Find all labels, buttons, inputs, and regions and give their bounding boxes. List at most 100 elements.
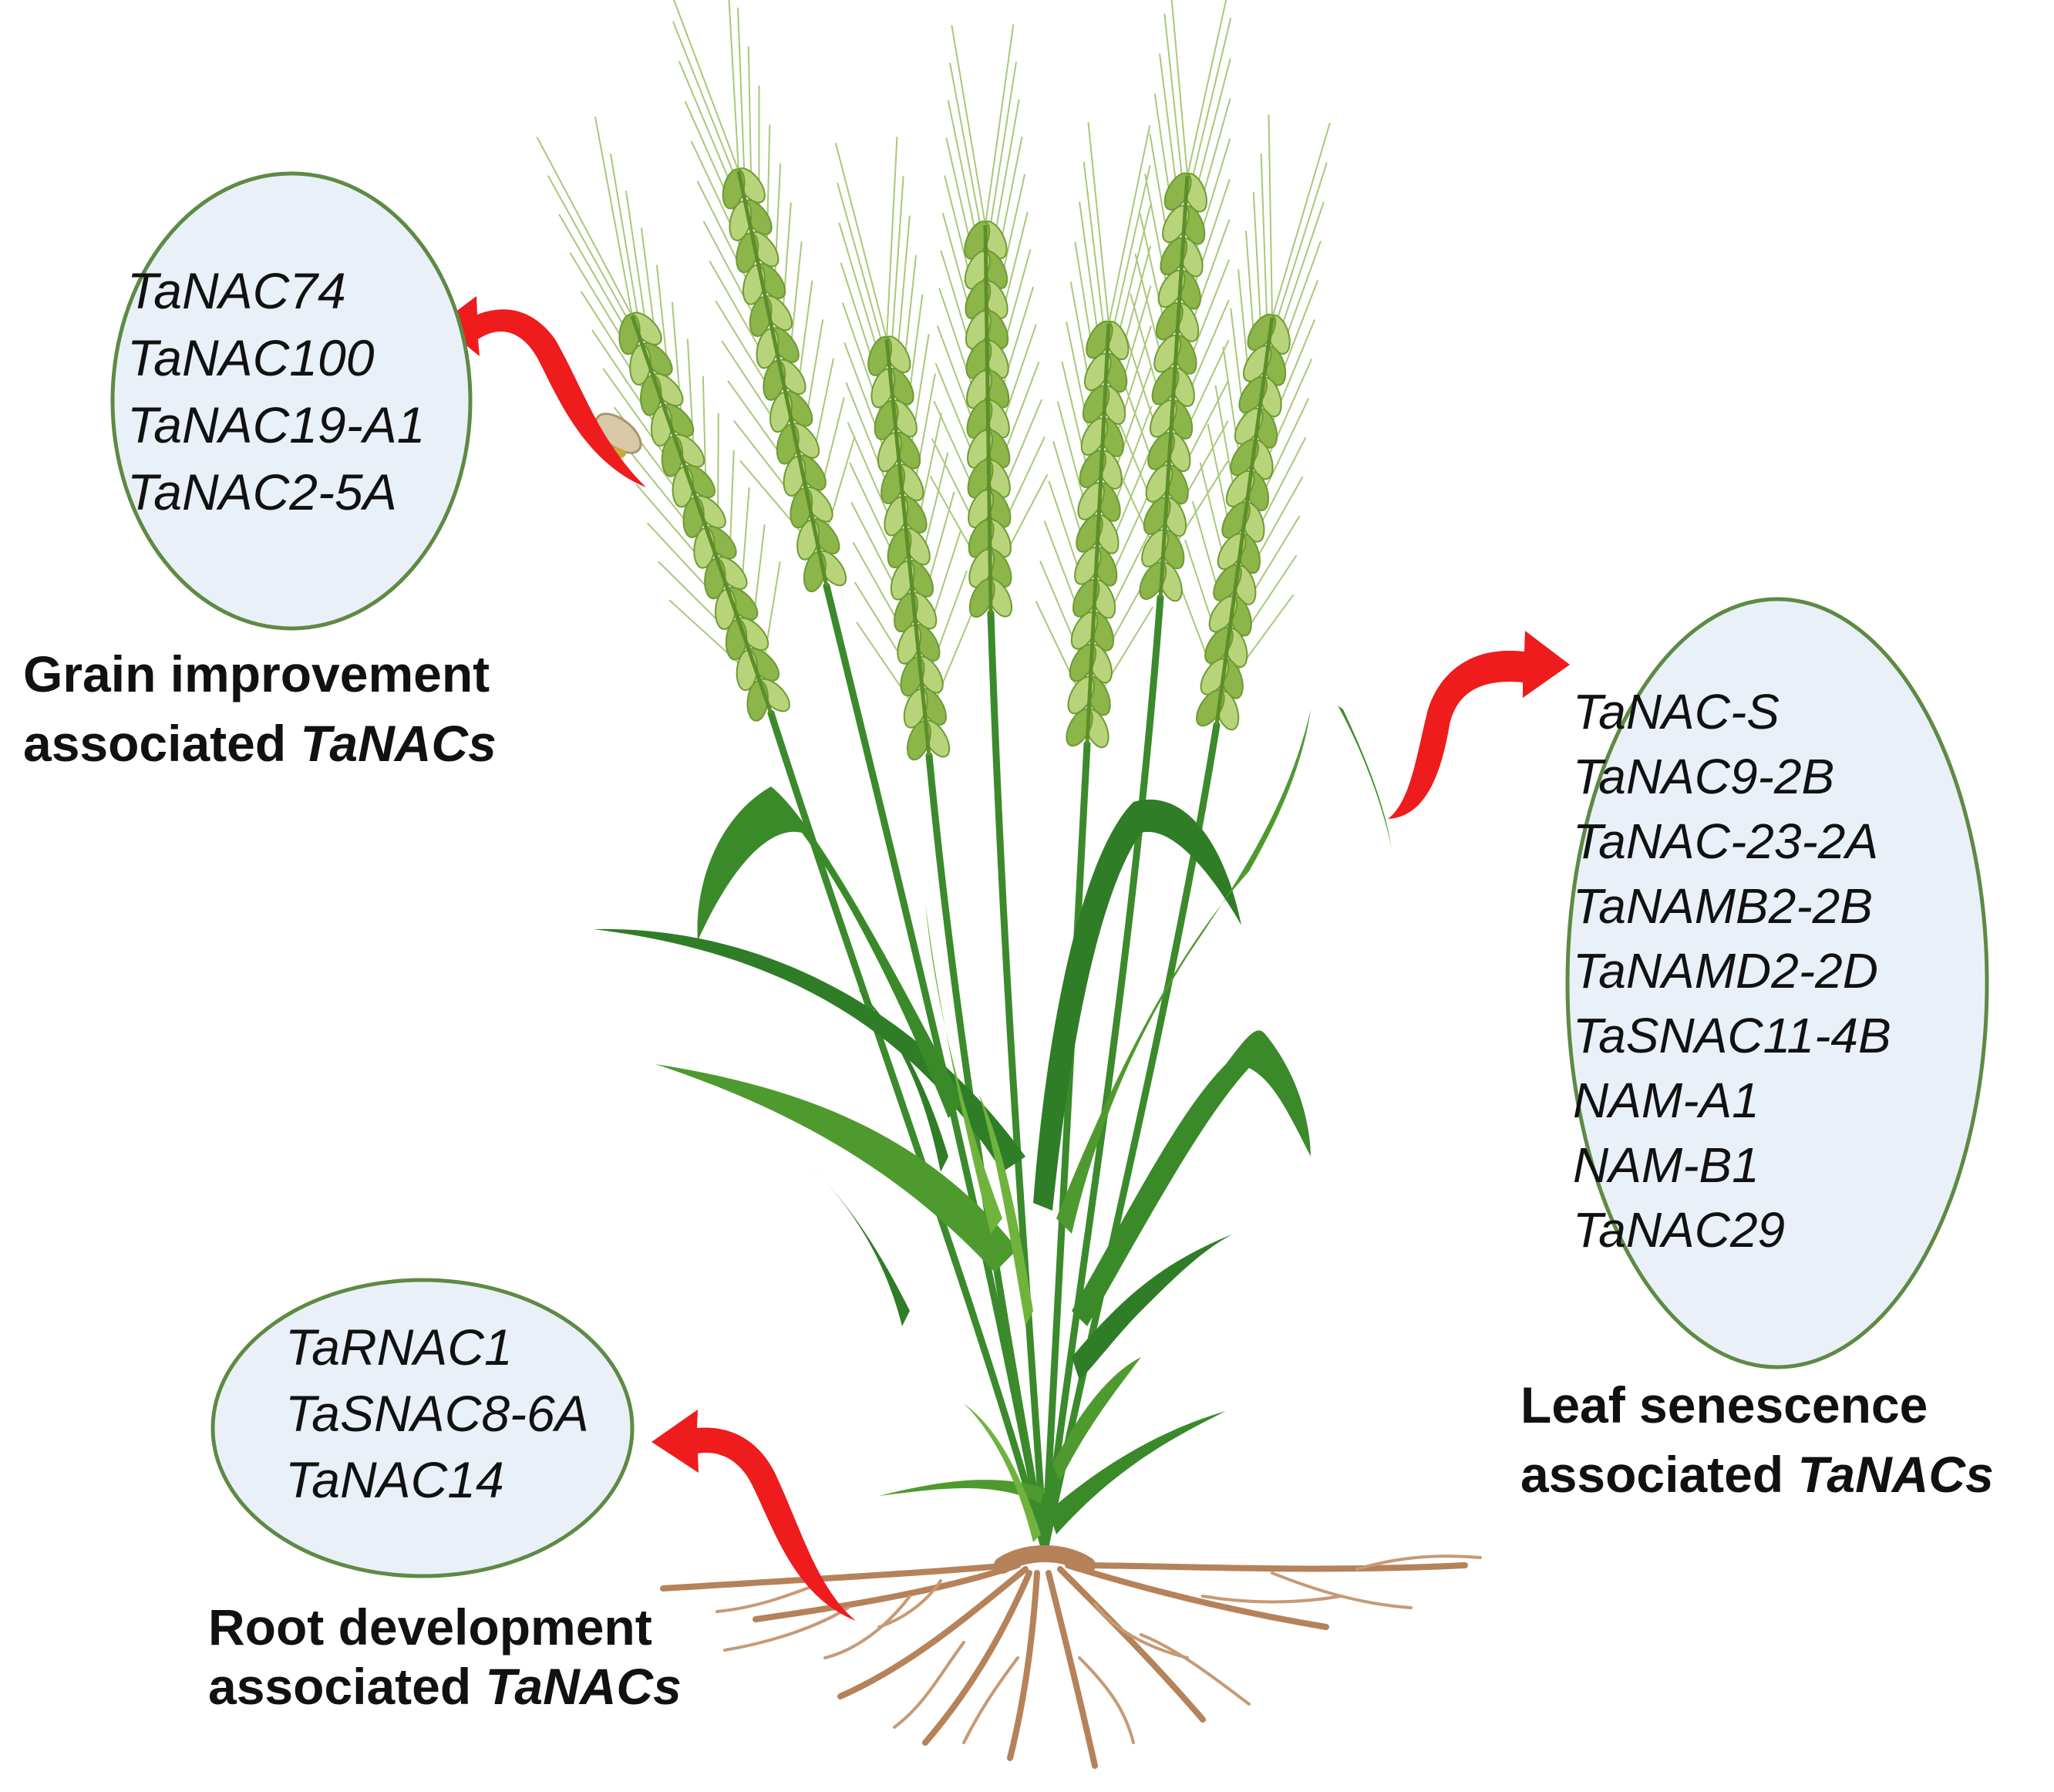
leaf — [856, 987, 948, 1172]
root-hair — [962, 1656, 1019, 1744]
grain-gene-label: TaNAC2-5A — [127, 463, 397, 520]
wheat-plant-icon — [536, 0, 1482, 1769]
leaf-group: TaNAC-S TaNAC9-2B TaNAC-23-2A TaNAMB2-2B TaN… — [1520, 597, 1994, 1503]
leaf — [1052, 1357, 1141, 1480]
arrow-to-root — [652, 1410, 856, 1621]
leaf — [655, 1064, 1018, 1272]
leaf — [1033, 799, 1241, 1211]
root — [1046, 1570, 1098, 1769]
leaf — [979, 1095, 1033, 1326]
root-hair — [1271, 1571, 1413, 1609]
awn — [1187, 0, 1227, 177]
leaves — [594, 709, 1311, 1542]
root-caption-line1: Root development — [208, 1598, 652, 1656]
root-caption-line2: associated TaNACs — [208, 1658, 682, 1715]
leaf-gene-label: NAM-B1 — [1573, 1137, 1759, 1193]
leaf-gene-list: TaNAC-S TaNAC9-2B TaNAC-23-2A TaNAMB2-2B TaN… — [1573, 684, 1891, 1258]
detached-leaf-icon — [1338, 706, 1392, 848]
root — [1007, 1570, 1040, 1761]
grain-gene-ellipse — [110, 171, 473, 631]
awn — [834, 143, 887, 340]
awn — [985, 24, 1015, 226]
leaf — [594, 928, 1025, 1172]
grain-gene-label: TaNAC74 — [127, 262, 346, 319]
leaf — [697, 787, 964, 1118]
grain-gene-label: TaNAC100 — [127, 329, 375, 386]
leaf-caption-line2: associated TaNACs — [1520, 1446, 1994, 1503]
spike-rachis — [1158, 175, 1190, 598]
leaf — [810, 1164, 910, 1326]
root — [1065, 1562, 1329, 1630]
leaf — [879, 1480, 1045, 1504]
root-hair — [877, 1579, 942, 1629]
awn — [1087, 122, 1109, 325]
root-gene-label: TaSNAC8-6A — [285, 1385, 589, 1442]
awn — [886, 136, 898, 340]
root-hair — [1201, 1595, 1343, 1604]
root — [1069, 1562, 1468, 1572]
leaf — [1072, 1030, 1311, 1326]
leaf — [1049, 1411, 1226, 1534]
leaf-gene-label: TaNAMB2-2B — [1573, 878, 1873, 934]
spikes — [618, 167, 1291, 761]
root — [660, 1562, 1013, 1592]
awn — [1271, 123, 1331, 318]
awn — [951, 25, 986, 226]
root — [837, 1566, 1029, 1699]
root-gene-ellipse — [210, 1278, 635, 1578]
red-curved-arrow-icon — [1388, 631, 1570, 819]
root — [753, 1562, 1021, 1622]
arrow-to-leaf — [1388, 631, 1570, 819]
leaf-gene-label: TaNAC-23-2A — [1573, 813, 1878, 869]
awn — [594, 116, 633, 317]
leaf-gene-label: TaSNAC11-4B — [1573, 1008, 1891, 1063]
root-hair — [823, 1595, 911, 1659]
leaf-gene-label: TaNAC29 — [1573, 1202, 1785, 1258]
leaf-gene-label: TaNAC9-2B — [1573, 749, 1834, 804]
awn — [1108, 125, 1151, 325]
leaf-gene-ellipse — [1565, 597, 1989, 1369]
leaf — [925, 902, 1002, 1234]
awn — [673, 0, 739, 172]
arrow-to-grain — [439, 296, 646, 487]
awn — [536, 136, 633, 317]
root — [1057, 1566, 1206, 1723]
spike-rachis — [884, 339, 931, 756]
grain-caption-line1: Grain improvement — [23, 645, 490, 702]
spike-rachis — [1214, 317, 1274, 726]
root-hair — [1093, 1602, 1189, 1659]
spike-rachis — [983, 224, 993, 614]
awn — [1268, 114, 1273, 318]
stem — [1041, 740, 1091, 1554]
root — [922, 1570, 1032, 1746]
root-gene-label: TaRNAC1 — [285, 1319, 513, 1376]
root-hair — [1140, 1633, 1251, 1706]
awn — [728, 0, 739, 172]
root-crown — [994, 1545, 1096, 1574]
leaf-caption-line1: Leaf senescence — [1520, 1376, 1928, 1433]
grain-gene-label: TaNAC19-A1 — [127, 396, 425, 453]
leaf-gene-label: NAM-A1 — [1573, 1073, 1759, 1128]
leaf-gene-label: TaNAC-S — [1573, 684, 1780, 739]
leaf — [1056, 709, 1311, 1234]
stem — [987, 609, 1049, 1554]
red-curved-arrow-icon — [439, 296, 646, 487]
red-curved-arrow-icon — [652, 1410, 856, 1621]
spike-rachis — [736, 170, 829, 587]
grain-caption-line2: associated TaNACs — [23, 715, 497, 772]
leaf — [1072, 1234, 1234, 1380]
awn — [1170, 0, 1188, 177]
leaf — [964, 1403, 1041, 1542]
root-hair — [893, 1641, 965, 1729]
root-system-icon — [660, 1545, 1482, 1769]
root-hair — [723, 1606, 850, 1652]
stems — [767, 582, 1221, 1554]
root-hair — [1355, 1555, 1482, 1571]
leaf-gene-label: TaNAMD2-2D — [1573, 943, 1878, 999]
root-gene-label: TaNAC14 — [285, 1451, 504, 1508]
